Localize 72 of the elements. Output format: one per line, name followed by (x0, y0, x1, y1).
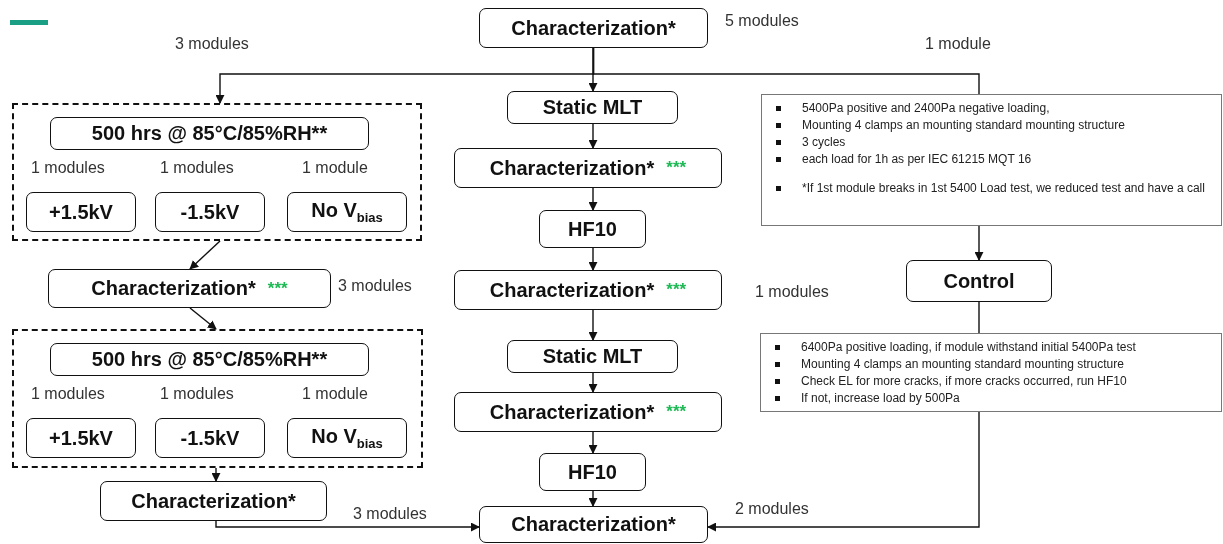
footnote-marks: *** (666, 402, 687, 422)
box-label: +1.5kV (49, 426, 113, 450)
process-box (50, 343, 369, 376)
box-label: -1.5kV (180, 426, 240, 450)
bullet-item: each load for 1h as per IEC 61215 MQT 16 (776, 151, 1213, 168)
bullet-item: Mounting 4 clamps an mounting standard mounting structure (776, 117, 1213, 134)
arrow (588, 123, 598, 149)
box-label: -1.5kV (180, 200, 240, 224)
process-box (507, 340, 678, 373)
connector-line (592, 47, 980, 95)
box-label: No V$_{bias}$ (311, 425, 383, 451)
arrow (588, 372, 598, 393)
box-label: Characterization* (91, 277, 256, 300)
box-label: Characterization* (131, 489, 296, 513)
arrow (215, 520, 480, 532)
footnote-marks: *** (666, 158, 687, 178)
box-label: Characterization* (489, 400, 655, 424)
box-label: HF10 (568, 217, 617, 241)
arrow (588, 47, 598, 92)
process-box (26, 418, 136, 458)
process-box (454, 270, 722, 310)
process-box (454, 148, 722, 188)
bullet-item: Mounting 4 clamps an mounting standard mounting structure (775, 356, 1213, 373)
arrow (974, 225, 984, 261)
bullet-item: If not, increase load by 500Pa (775, 390, 1213, 407)
footnote-marks: *** (666, 280, 687, 300)
process-box (479, 8, 708, 48)
process-box (287, 192, 407, 232)
arrow (588, 490, 598, 507)
process-box (26, 192, 136, 232)
arrow (588, 187, 598, 211)
box-label: 500 hrs @ 85°C/85%RH** (91, 122, 328, 145)
box-label: 500 hrs @ 85°C/85%RH** (91, 348, 328, 371)
process-box (287, 418, 407, 458)
arrow (189, 240, 221, 270)
dashed-group-box (12, 103, 422, 241)
box-label: Characterization* (511, 513, 676, 536)
bullet-item: 5400Pa positive and 2400Pa negative loading, (776, 100, 1213, 117)
box-label: No V$_{bias}$ (311, 199, 383, 225)
box-label: Static MLT (542, 96, 643, 119)
arrow (211, 467, 221, 482)
process-box (539, 453, 646, 491)
bullet-item: Check EL for more cracks, if more cracks occurred, run HF10 (775, 373, 1213, 390)
connector-line (978, 301, 980, 334)
process-box (155, 418, 265, 458)
footnote-marks: *** (267, 278, 288, 299)
box-label: Characterization* (489, 156, 655, 180)
process-box (539, 210, 646, 248)
process-box (155, 192, 265, 232)
process-box (48, 269, 331, 308)
box-label: Static MLT (542, 345, 643, 368)
bullet-item: 3 cycles (776, 134, 1213, 151)
process-box (479, 506, 708, 543)
arrow (707, 411, 980, 532)
process-box (100, 481, 327, 521)
process-box (454, 392, 722, 432)
box-label: HF10 (568, 460, 617, 484)
process-box (906, 260, 1052, 302)
process-box (50, 117, 369, 150)
arrow (588, 247, 598, 271)
note-box (760, 333, 1222, 412)
arrow (588, 309, 598, 341)
bullet-item: 6400Pa positive loading, if module withstand initial 5400Pa test (775, 339, 1213, 356)
dashed-group-box (12, 329, 423, 468)
box-label: +1.5kV (49, 200, 113, 224)
box-label: Characterization* (489, 278, 655, 302)
box-label: Control (943, 269, 1015, 293)
arrow (588, 431, 598, 454)
bullet-item: *If 1st module breaks in 1st 5400 Load test, we reduced test and have a call (776, 180, 1213, 197)
box-label: Characterization* (511, 16, 676, 40)
note-box (761, 94, 1222, 226)
process-box (507, 91, 678, 124)
